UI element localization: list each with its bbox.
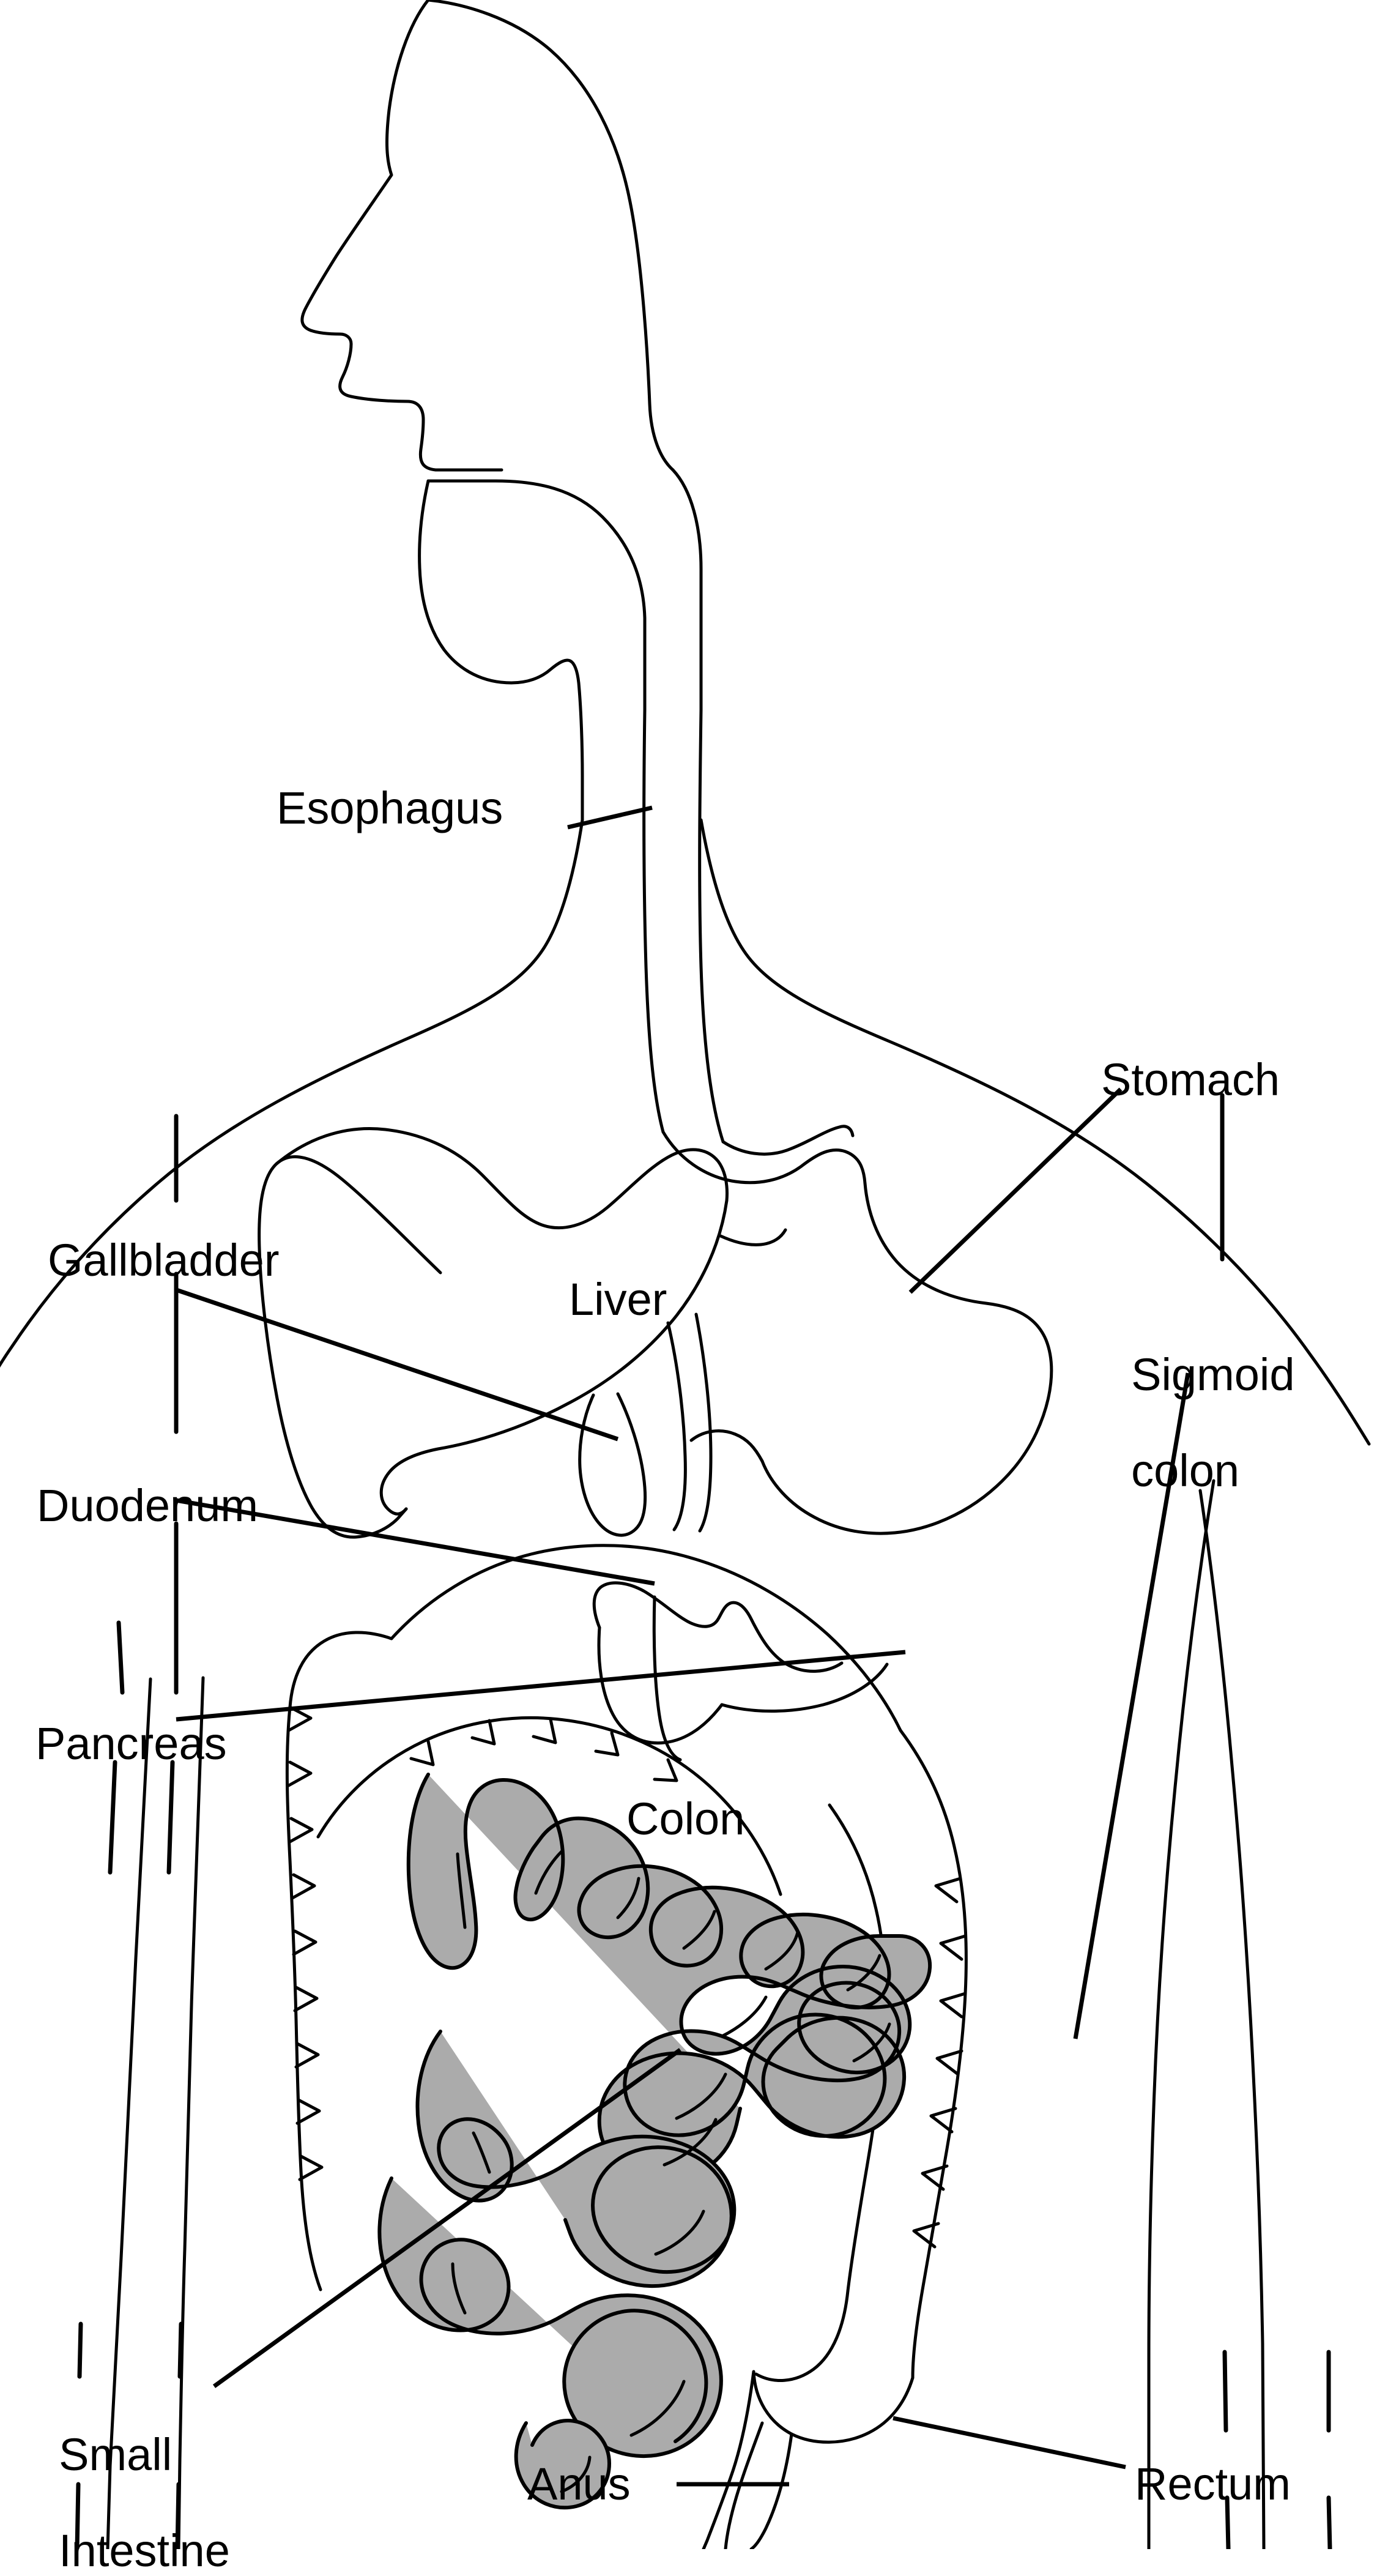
- esophagus-anterior-wall: [642, 708, 665, 1134]
- tick-small-intestine-bot-a: [75, 2482, 81, 2549]
- small-intestine-lumen-lines: [451, 1850, 891, 2493]
- duodenum-outline: [592, 1581, 844, 1673]
- body-outline-left-leg: [106, 1677, 152, 2549]
- stomach-outline: [661, 1130, 1053, 1535]
- body-outline-left-shoulder-and-flank: [0, 818, 584, 1368]
- colon-transverse-haustra: [409, 1718, 678, 1782]
- sigmoid-colon-outline: [752, 2370, 915, 2444]
- small-intestine-loop-4: [514, 2419, 611, 2510]
- label-esophagus: Esophagus: [277, 783, 503, 833]
- liver-inferior-border: [379, 1199, 729, 1516]
- label-sigmoid-colon: Sigmoid colon: [1106, 1303, 1294, 1495]
- sigmoid-colon-inner-wall: [754, 2289, 850, 2382]
- label-pancreas: Pancreas: [35, 1718, 227, 1769]
- label-sigmoid-colon-line2: colon: [1131, 1445, 1240, 1497]
- label-stomach: Stomach: [1101, 1054, 1280, 1105]
- leader-small-intestine: [212, 2048, 682, 2388]
- leader-gallbladder: [175, 1287, 619, 1442]
- rectum-anterior-wall: [749, 2432, 793, 2549]
- label-liver: Liver: [569, 1274, 667, 1325]
- body-outline-head-and-face: [300, 0, 503, 472]
- tick-rectum-top-a: [1222, 2350, 1228, 2433]
- duodenum-horizontal-limb: [720, 1662, 889, 1713]
- stomach-pylorus: [689, 1429, 764, 1463]
- liver-superior-border: [275, 1126, 729, 1230]
- body-outline-head-back: [426, 0, 675, 472]
- leader-pancreas: [176, 1650, 906, 1722]
- label-gallbladder: Gallbladder: [48, 1235, 280, 1286]
- leader-stomach: [908, 1087, 1123, 1294]
- body-outline-pharynx-back: [671, 468, 703, 712]
- colon-transverse-lower-wall: [316, 1716, 782, 1896]
- label-small-intestine-line2: Intestine: [59, 2525, 230, 2576]
- label-small-intestine-line1: Small: [59, 2429, 173, 2481]
- colon-ascending-haustra: [287, 1705, 324, 2181]
- duodenum-inferior-loop: [597, 1626, 724, 1745]
- leader-sigmoid-colon: [1073, 1372, 1190, 2039]
- liver-lobe-notch: [719, 1228, 787, 1246]
- small-intestine-coils: [377, 1773, 932, 2510]
- label-duodenum: Duodenum: [37, 1480, 259, 1531]
- bile-duct-second-line: [694, 1312, 713, 1533]
- tick-small-intestine-top-a: [77, 2321, 83, 2379]
- tick-rectum-bottom-a: [1225, 2495, 1231, 2549]
- label-sigmoid-colon-line1: Sigmoid: [1131, 1349, 1295, 1401]
- tick-pancreas-bottom-b: [166, 1760, 175, 1875]
- tick-rectum-bottom-b: [1326, 2495, 1332, 2549]
- gallbladder-outline: [578, 1392, 647, 1537]
- leader-ticks: [75, 1093, 1332, 2549]
- label-colon: Colon: [626, 1793, 745, 1844]
- body-outline-right-inner-leg: [1147, 1479, 1216, 2549]
- small-intestine-loop-3: [377, 2176, 723, 2459]
- colon-descending-outer-wall: [899, 1729, 968, 2380]
- stomach-lesser-curvature: [721, 1125, 855, 1156]
- body-outline-perineum: [724, 2421, 764, 2549]
- bile-duct: [666, 1321, 687, 1532]
- label-small-intestine: Small Intestine: [34, 2383, 230, 2575]
- label-anus: Anus: [527, 2459, 631, 2509]
- esophagus-posterior-wall: [698, 708, 725, 1144]
- tick-small-intestine-top-b: [177, 2321, 184, 2379]
- duodenum-descending-limb: [652, 1595, 682, 1762]
- small-intestine-loop-2: [415, 2030, 737, 2288]
- body-outline-right-hip: [1198, 1489, 1266, 2549]
- tick-small-intestine-bot-b: [175, 2482, 181, 2549]
- small-intestine-loop-1: [406, 1773, 932, 2183]
- tick-pancreas-bottom-a: [108, 1760, 117, 1875]
- body-outline-tongue-and-jaw: [418, 479, 584, 822]
- rectum-outline: [702, 2370, 755, 2549]
- colon-ascending-outer-wall: [285, 1631, 393, 2291]
- tick-pancreas-top-a: [116, 1620, 125, 1695]
- leader-duodenum: [176, 1498, 655, 1586]
- body-outline-right-shoulder-and-flank: [699, 818, 1371, 1446]
- leader-lines: [175, 805, 1190, 2487]
- colon-descending-haustra: [912, 1877, 967, 2249]
- leader-rectum: [893, 2416, 1126, 2470]
- liver-outline: [258, 1155, 442, 1539]
- label-rectum: Rectum: [1135, 2459, 1291, 2509]
- body-outline-oral-cavity: [426, 479, 647, 712]
- leader-esophagus: [567, 805, 653, 830]
